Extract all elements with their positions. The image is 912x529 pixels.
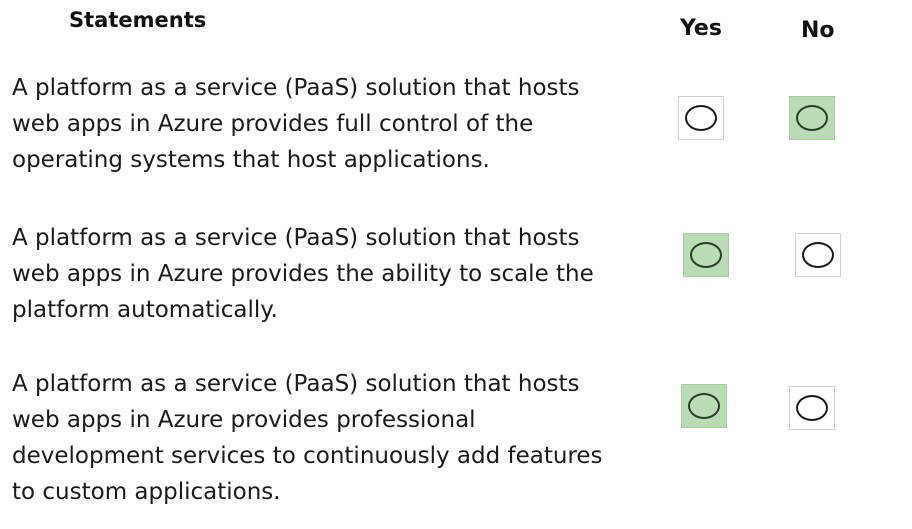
statement-1: A platform as a service (PaaS) solution …	[12, 70, 672, 178]
statement-1-no-radio[interactable]	[789, 96, 835, 140]
statement-line: A platform as a service (PaaS) solution …	[12, 75, 580, 101]
radio-circle-icon	[802, 242, 834, 268]
statement-1-yes-radio[interactable]	[678, 96, 724, 140]
statement-3: A platform as a service (PaaS) solution …	[12, 366, 672, 510]
statement-line: web apps in Azure provides the ability t…	[12, 261, 594, 287]
yes-column-header: Yes	[680, 16, 722, 41]
statement-line: web apps in Azure provides professional	[12, 407, 476, 433]
statement-2-no-radio[interactable]	[795, 233, 841, 277]
statements-header: Statements	[69, 8, 207, 32]
statement-line: development services to continuously add…	[12, 443, 603, 469]
statement-line: platform automatically.	[12, 297, 278, 323]
statement-line: web apps in Azure provides full control …	[12, 111, 534, 137]
no-column-header: No	[801, 18, 835, 43]
radio-circle-icon	[796, 105, 828, 131]
statement-3-yes-radio[interactable]	[681, 384, 727, 428]
statement-line: operating systems that host applications…	[12, 147, 490, 173]
radio-circle-icon	[690, 242, 722, 268]
statement-line: A platform as a service (PaaS) solution …	[12, 371, 580, 397]
statement-2-yes-radio[interactable]	[683, 233, 729, 277]
statement-line: A platform as a service (PaaS) solution …	[12, 225, 580, 251]
statement-2: A platform as a service (PaaS) solution …	[12, 220, 672, 328]
radio-circle-icon	[688, 393, 720, 419]
statement-3-no-radio[interactable]	[789, 386, 835, 430]
radio-circle-icon	[796, 395, 828, 421]
statement-line: to custom applications.	[12, 479, 281, 505]
radio-circle-icon	[685, 105, 717, 131]
